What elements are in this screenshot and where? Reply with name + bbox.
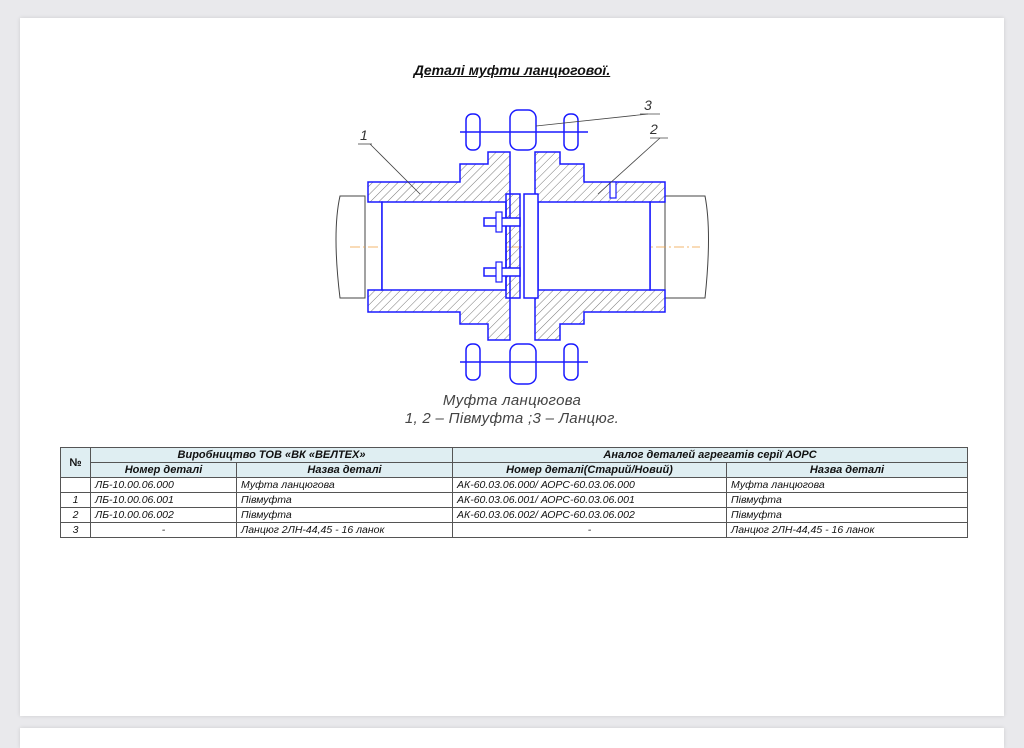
row-part-no: ЛБ-10.00.06.002	[90, 507, 237, 523]
row-num: 2	[60, 507, 91, 523]
table-column-header-row: Номер деталі Назва деталі Номер деталі(С…	[61, 462, 969, 478]
row-analog-no: АК-60.03.06.001/ АОРС-60.03.06.001	[452, 492, 728, 508]
num-header: №	[60, 447, 91, 478]
row-analog-name: Муфта ланцюгова	[726, 477, 969, 493]
drawing-caption-title: Муфта ланцюгова	[442, 392, 582, 409]
table-row: ЛБ-10.00.06.000 Муфта ланцюгова АК-60.03…	[60, 477, 969, 493]
row-num: 3	[60, 522, 91, 538]
next-page-edge	[20, 728, 1004, 748]
table-row: 2 ЛБ-10.00.06.002 Півмуфта АК-60.03.06.0…	[60, 507, 969, 523]
col-header-analog-name: Назва деталі	[726, 462, 969, 478]
callout-1: 1	[360, 127, 368, 143]
chain-top	[460, 109, 588, 151]
row-part-name: Півмуфта	[235, 492, 454, 508]
row-num: 1	[60, 492, 91, 508]
table-row: 1 ЛБ-10.00.06.001 Півмуфта АК-60.03.06.0…	[60, 492, 969, 508]
parts-table: № Виробництво ТОВ «ВК «ВЕЛТЕХ» Аналог де…	[60, 447, 969, 538]
coupling-drawing: 1 2 3	[335, 97, 709, 385]
document-title: Деталі муфти ланцюгової.	[413, 62, 611, 78]
group-header-analog: Аналог деталей агрегатів серії АОРС	[452, 447, 969, 463]
row-analog-name: Півмуфта	[726, 507, 969, 523]
row-part-no: -	[90, 522, 237, 538]
row-part-name: Півмуфта	[235, 507, 454, 523]
row-part-name: Ланцюг 2ЛН-44,45 - 16 ланок	[235, 522, 454, 538]
table-row: 3 - Ланцюг 2ЛН-44,45 - 16 ланок - Ланцюг…	[60, 522, 969, 538]
chain-bottom	[460, 343, 588, 385]
row-part-name: Муфта ланцюгова	[235, 477, 454, 493]
col-header-part-name: Назва деталі	[235, 462, 454, 478]
callout-3: 3	[644, 97, 652, 113]
col-header-analog-no: Номер деталі(Старий/Новий)	[452, 462, 728, 478]
row-part-no: ЛБ-10.00.06.000	[90, 477, 237, 493]
row-analog-no: -	[452, 522, 728, 538]
row-analog-name: Півмуфта	[726, 492, 969, 508]
group-header-producer: Виробництво ТОВ «ВК «ВЕЛТЕХ»	[89, 447, 454, 463]
right-shaft	[664, 195, 709, 299]
callout-2: 2	[649, 121, 658, 137]
row-analog-no: АК-60.03.06.000/ АОРС-60.03.06.000	[452, 477, 728, 493]
drawing-caption-legend: 1, 2 – Півмуфта ;3 – Ланцюг.	[404, 410, 620, 427]
row-analog-no: АК-60.03.06.002/ АОРС-60.03.06.002	[452, 507, 728, 523]
row-part-no: ЛБ-10.00.06.001	[90, 492, 237, 508]
document-page: Деталі муфти ланцюгової.	[20, 18, 1004, 716]
row-analog-name: Ланцюг 2ЛН-44,45 - 16 ланок	[726, 522, 969, 538]
col-header-part-no: Номер деталі	[90, 462, 237, 478]
row-num	[60, 477, 91, 493]
table-group-header-row: № Виробництво ТОВ «ВК «ВЕЛТЕХ» Аналог де…	[60, 447, 969, 478]
